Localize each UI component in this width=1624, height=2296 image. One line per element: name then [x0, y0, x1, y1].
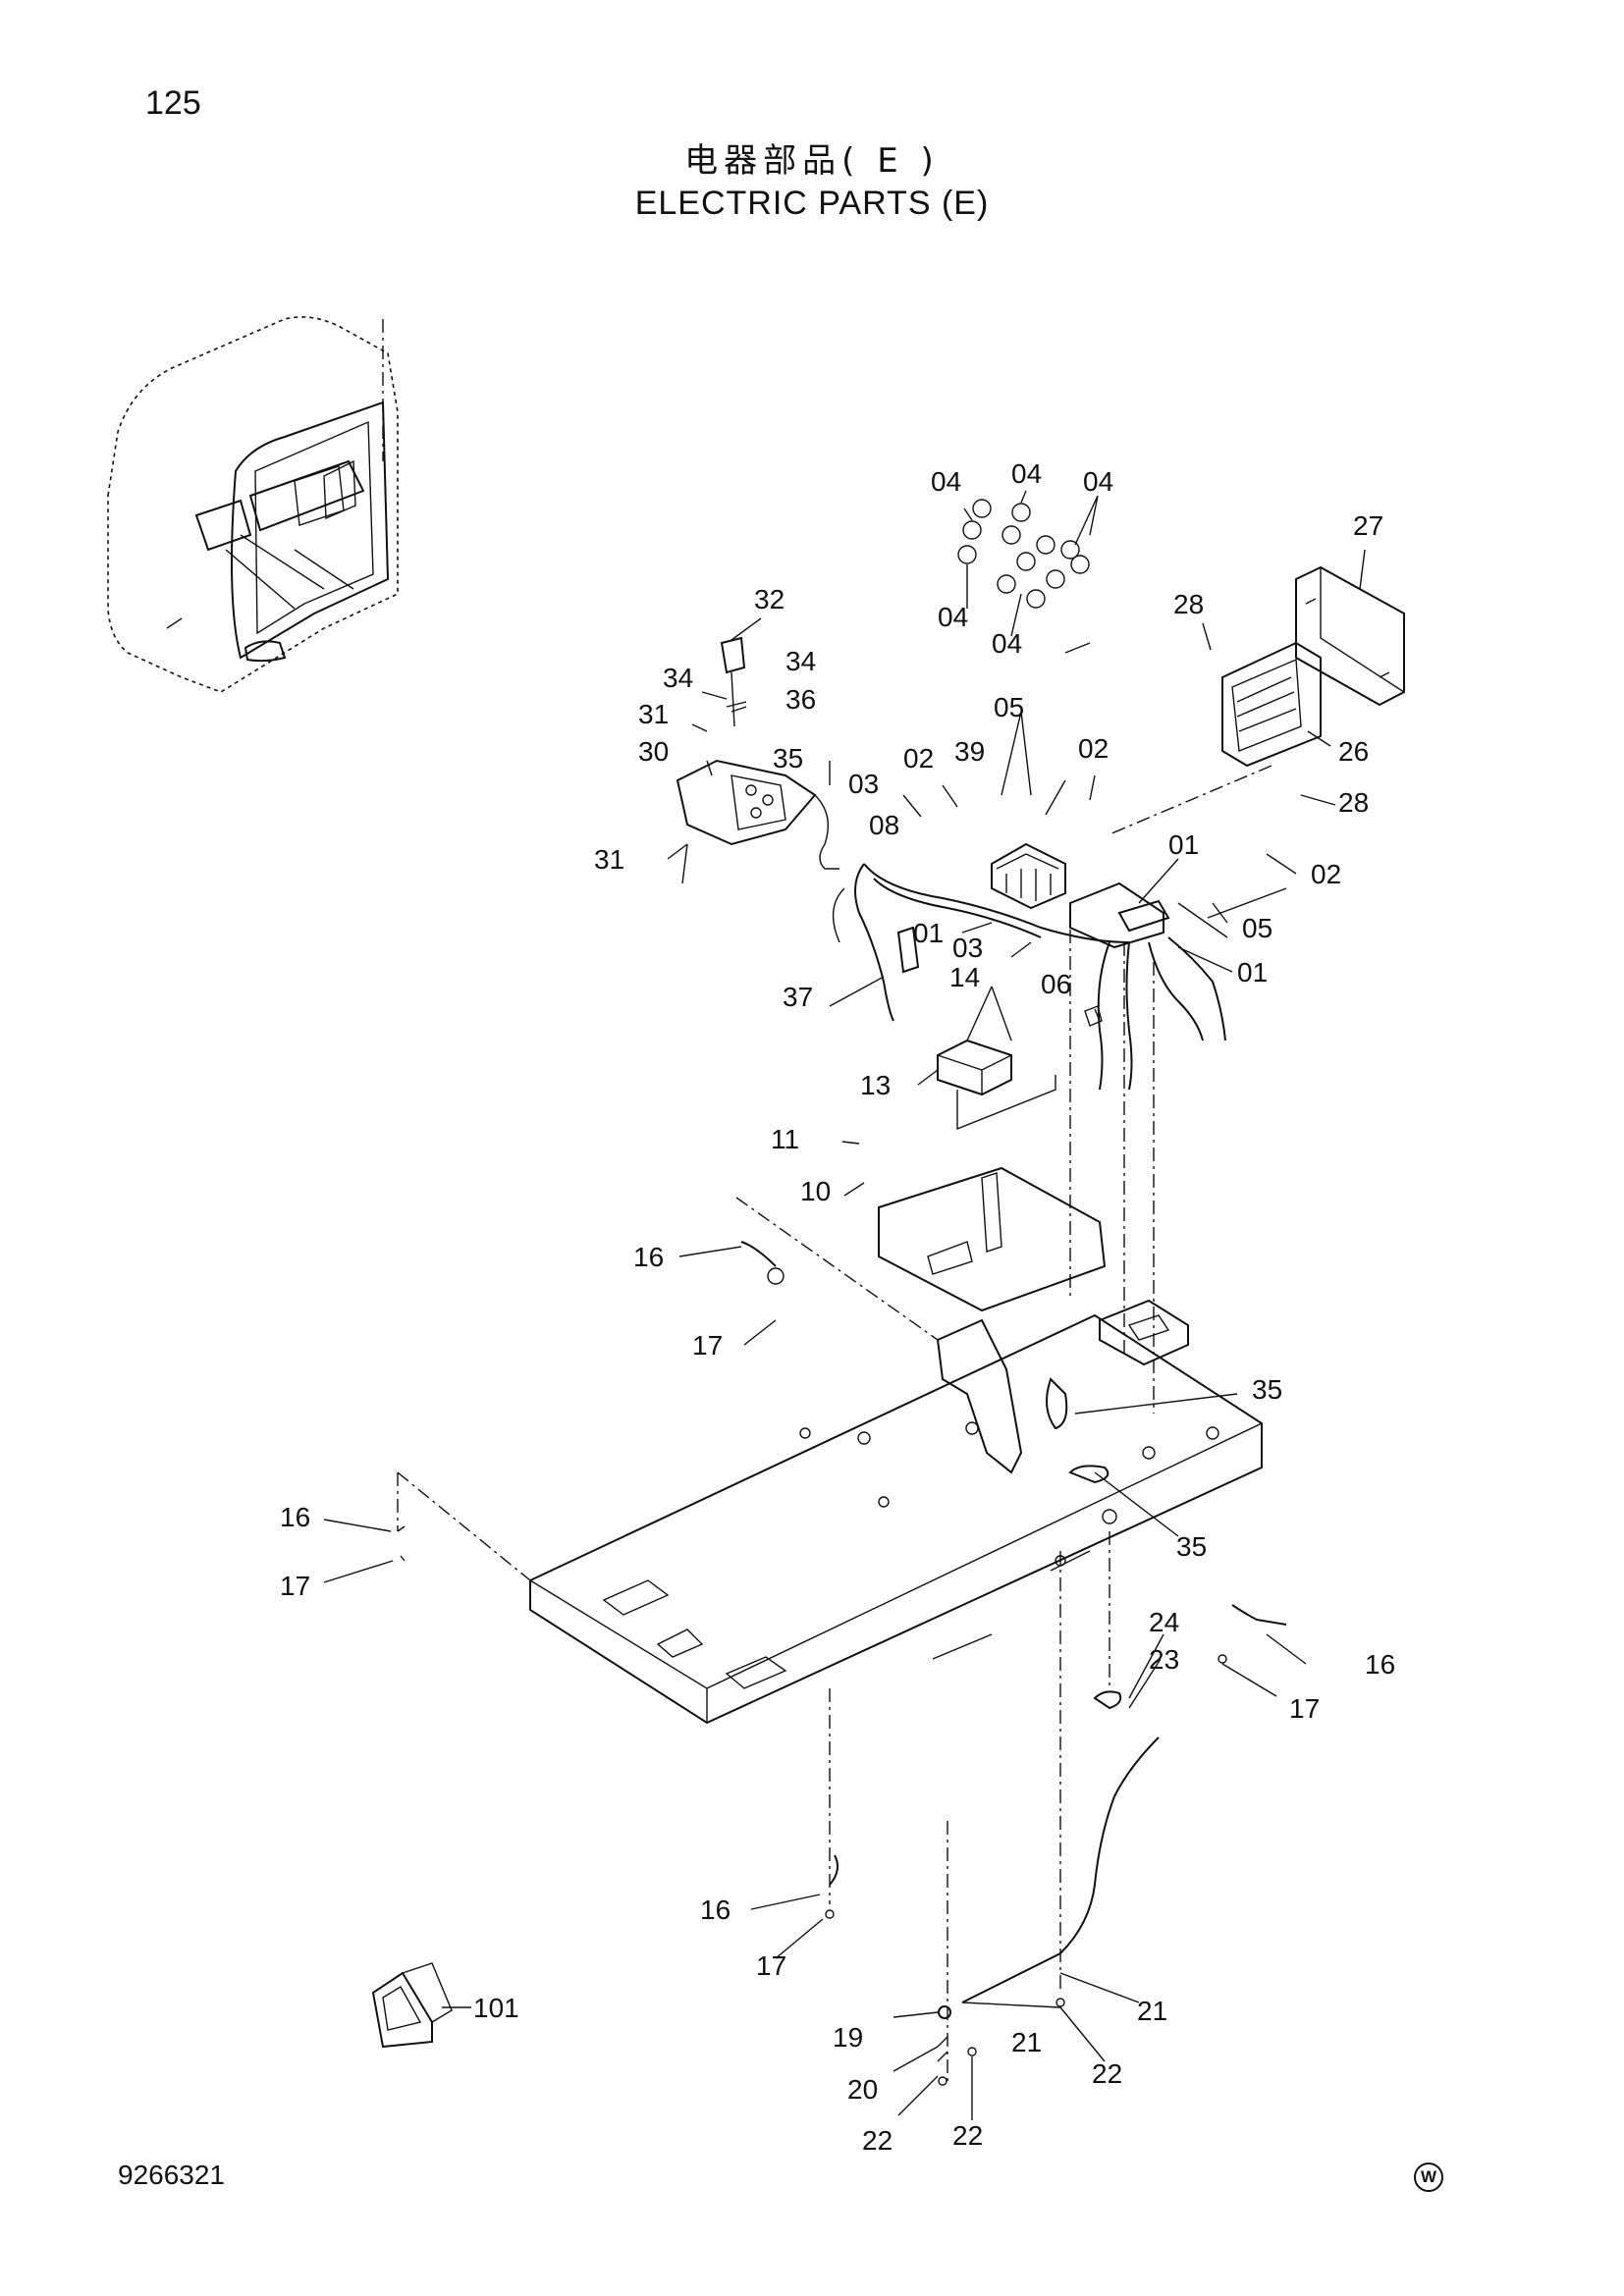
- callout-35-a: 35: [773, 743, 803, 774]
- callout-04-b: 04: [1011, 458, 1042, 489]
- wiring-harness: [832, 842, 1287, 1414]
- title-english: ELECTRIC PARTS (E): [634, 185, 990, 222]
- callout-21-a: 21: [1137, 1996, 1167, 2026]
- callout-16-a: 16: [633, 1242, 664, 1272]
- callout-labels: 04 04 04 04 04 27 28 26 28 32 34 34 36 3…: [280, 458, 1395, 2156]
- watermark-symbol: W: [1414, 2163, 1443, 2192]
- callout-02-c: 02: [1311, 859, 1341, 889]
- title-chinese: 电器部品( E ): [684, 141, 940, 181]
- callout-22-a: 22: [1092, 2058, 1122, 2089]
- callout-01-a: 01: [1168, 829, 1199, 860]
- callout-11: 11: [771, 1124, 799, 1154]
- callout-17-d: 17: [756, 1950, 786, 1981]
- callout-03-a: 03: [848, 769, 879, 799]
- cab-thumbnail: [107, 316, 399, 693]
- callout-13: 13: [860, 1070, 891, 1100]
- callout-28-a: 28: [1173, 589, 1204, 619]
- callout-36: 36: [785, 684, 816, 715]
- callout-17-a: 17: [692, 1330, 723, 1361]
- callout-16-d: 16: [700, 1895, 731, 1925]
- callout-17-b: 17: [280, 1571, 310, 1601]
- callout-04-d: 04: [938, 602, 968, 632]
- callout-27: 27: [1353, 510, 1383, 541]
- callout-39: 39: [954, 736, 985, 767]
- callout-22-c: 22: [952, 2120, 983, 2151]
- callout-02-a: 02: [903, 743, 934, 774]
- callout-05-a: 05: [994, 692, 1024, 722]
- callout-20: 20: [847, 2074, 878, 2105]
- callout-04-c: 04: [1083, 466, 1113, 497]
- callout-17-c: 17: [1289, 1693, 1320, 1724]
- callout-19: 19: [833, 2022, 863, 2053]
- callout-26: 26: [1338, 736, 1369, 767]
- callout-02-b: 02: [1078, 733, 1109, 764]
- callout-01-b: 01: [913, 918, 944, 948]
- callout-23: 23: [1149, 1644, 1179, 1675]
- callout-101: 101: [473, 1993, 519, 2023]
- switch-panel: [676, 636, 839, 884]
- callout-04-a: 04: [931, 466, 961, 497]
- relay-unit: [937, 1039, 1056, 1131]
- page-number: 125: [145, 84, 201, 122]
- controller-box: [1109, 565, 1405, 835]
- callout-34-a: 34: [663, 663, 693, 693]
- callout-16-c: 16: [1365, 1649, 1395, 1680]
- callout-05-b: 05: [1242, 913, 1272, 943]
- callout-34-b: 34: [785, 646, 816, 676]
- callout-24: 24: [1149, 1607, 1179, 1637]
- callout-01-c: 01: [1237, 957, 1268, 988]
- callout-35-c: 35: [1176, 1531, 1207, 1562]
- document-number: 9266321: [118, 2160, 226, 2190]
- bulb-group: [957, 499, 1091, 654]
- callout-37: 37: [783, 982, 813, 1012]
- callout-03-b: 03: [952, 933, 983, 963]
- callout-08: 08: [869, 810, 899, 840]
- leader-lines: [323, 490, 1366, 2120]
- callout-21-b: 21: [1011, 2027, 1042, 2057]
- callout-04-e: 04: [992, 628, 1022, 659]
- callout-06: 06: [1041, 969, 1071, 999]
- callout-16-b: 16: [280, 1502, 310, 1532]
- floor-plate-assembly: [397, 1166, 1287, 2086]
- callout-31-a: 31: [638, 699, 669, 729]
- callout-28-b: 28: [1338, 787, 1369, 818]
- callout-10: 10: [800, 1176, 831, 1206]
- callout-32: 32: [754, 584, 785, 614]
- callout-22-b: 22: [862, 2125, 893, 2156]
- callout-35-b: 35: [1252, 1374, 1282, 1405]
- callout-30: 30: [638, 736, 669, 767]
- callout-31-b: 31: [594, 844, 624, 875]
- callout-14: 14: [949, 962, 980, 992]
- manual-holder: [371, 1962, 453, 2049]
